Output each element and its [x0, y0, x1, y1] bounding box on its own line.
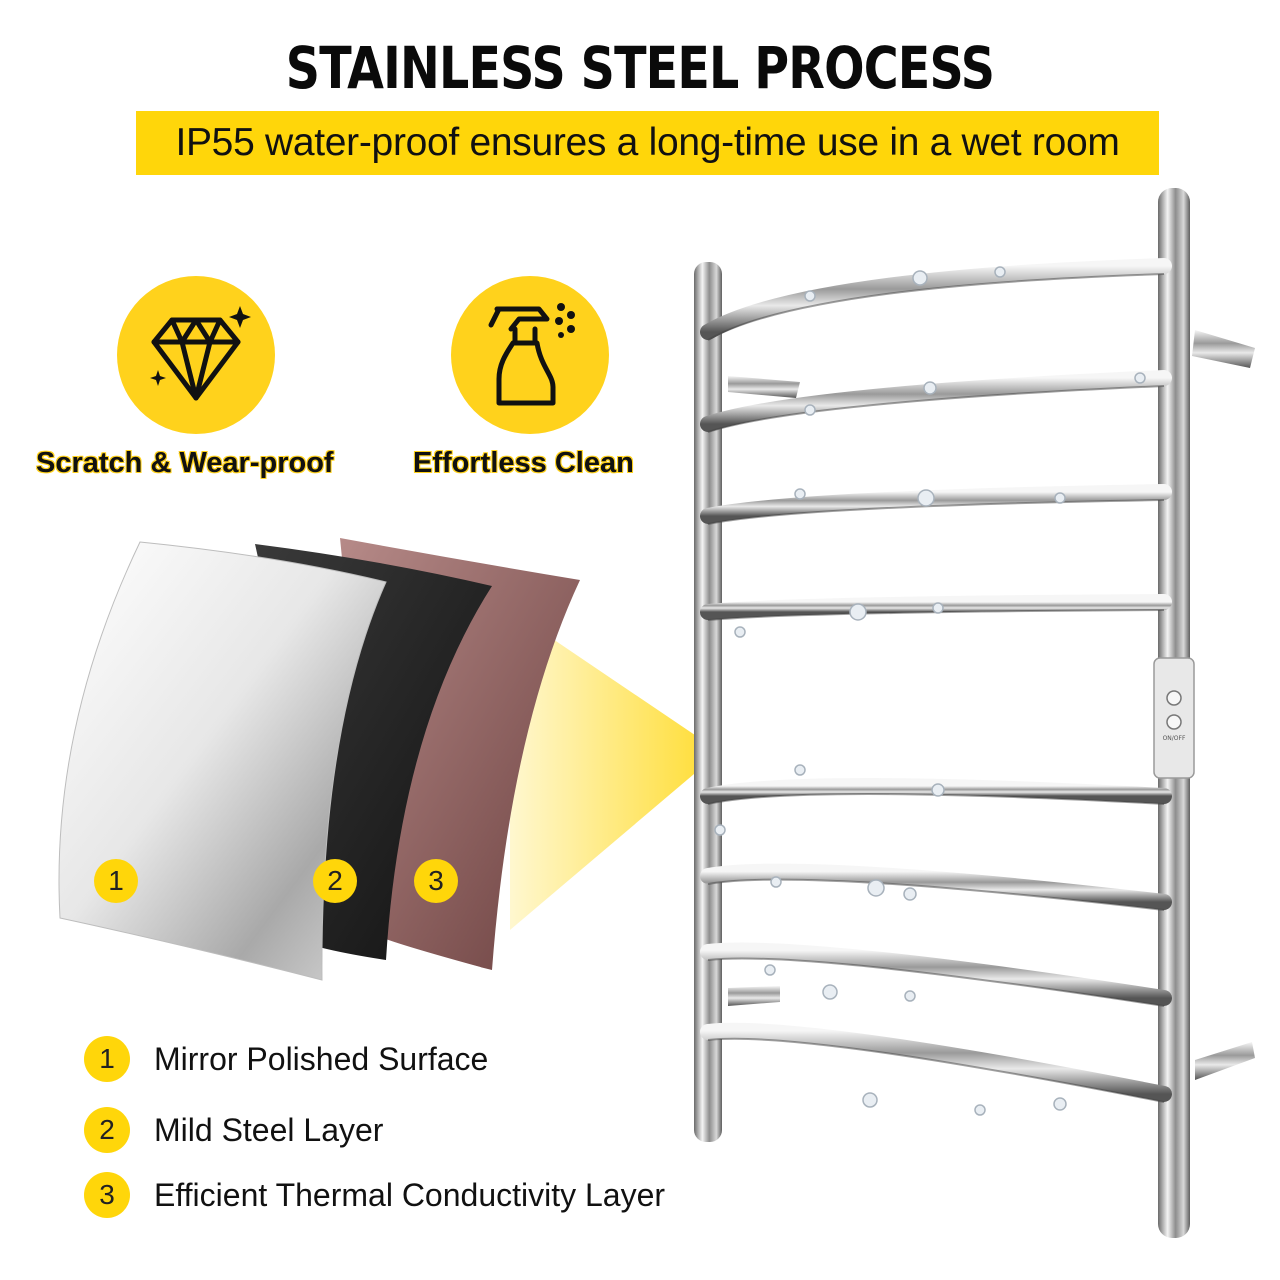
- feature-label-scratch: Scratch & Wear-proof: [36, 447, 334, 479]
- spray-bottle-icon: [488, 303, 575, 406]
- legend-text-1: Mirror Polished Surface: [154, 1040, 489, 1077]
- waterproof-banner: IP55 water-proof ensures a long-time use…: [136, 111, 1159, 175]
- legend-item-1: 1 Mirror Polished Surface: [84, 1035, 488, 1083]
- legend-item-2: 2 Mild Steel Layer: [84, 1106, 383, 1154]
- layers-illustration: [58, 538, 720, 981]
- banner-text: IP55 water-proof ensures a long-time use…: [175, 121, 1120, 164]
- diamond-icon: [150, 306, 251, 401]
- legend-number-2: 2: [84, 1107, 130, 1153]
- layer-badge-1: 1: [94, 859, 138, 903]
- mirror-steel-layer: [58, 541, 387, 981]
- page-title: STAINLESS STEEL PROCESS: [285, 34, 995, 102]
- glow-beam: [510, 610, 720, 930]
- legend-number-3: 3: [84, 1172, 130, 1218]
- timer-button-icon: [1166, 690, 1182, 706]
- legend-text-3: Efficient Thermal Conductivity Layer: [154, 1176, 666, 1213]
- legend-number-1: 1: [84, 1036, 130, 1082]
- feature-label-clean: Effortless Clean: [413, 447, 634, 479]
- layer-badge-3: 3: [414, 859, 458, 903]
- layer-badge-2: 2: [313, 859, 357, 903]
- power-label: ON/OFF: [1163, 735, 1186, 742]
- legend-text-2: Mild Steel Layer: [154, 1111, 384, 1148]
- power-button-icon: [1166, 714, 1182, 730]
- effortless-clean-badge: [451, 276, 609, 434]
- scratch-proof-badge: [117, 276, 275, 434]
- legend-item-3: 3 Efficient Thermal Conductivity Layer: [84, 1171, 665, 1219]
- towel-rack-illustration: ON/OFF: [694, 188, 1255, 1238]
